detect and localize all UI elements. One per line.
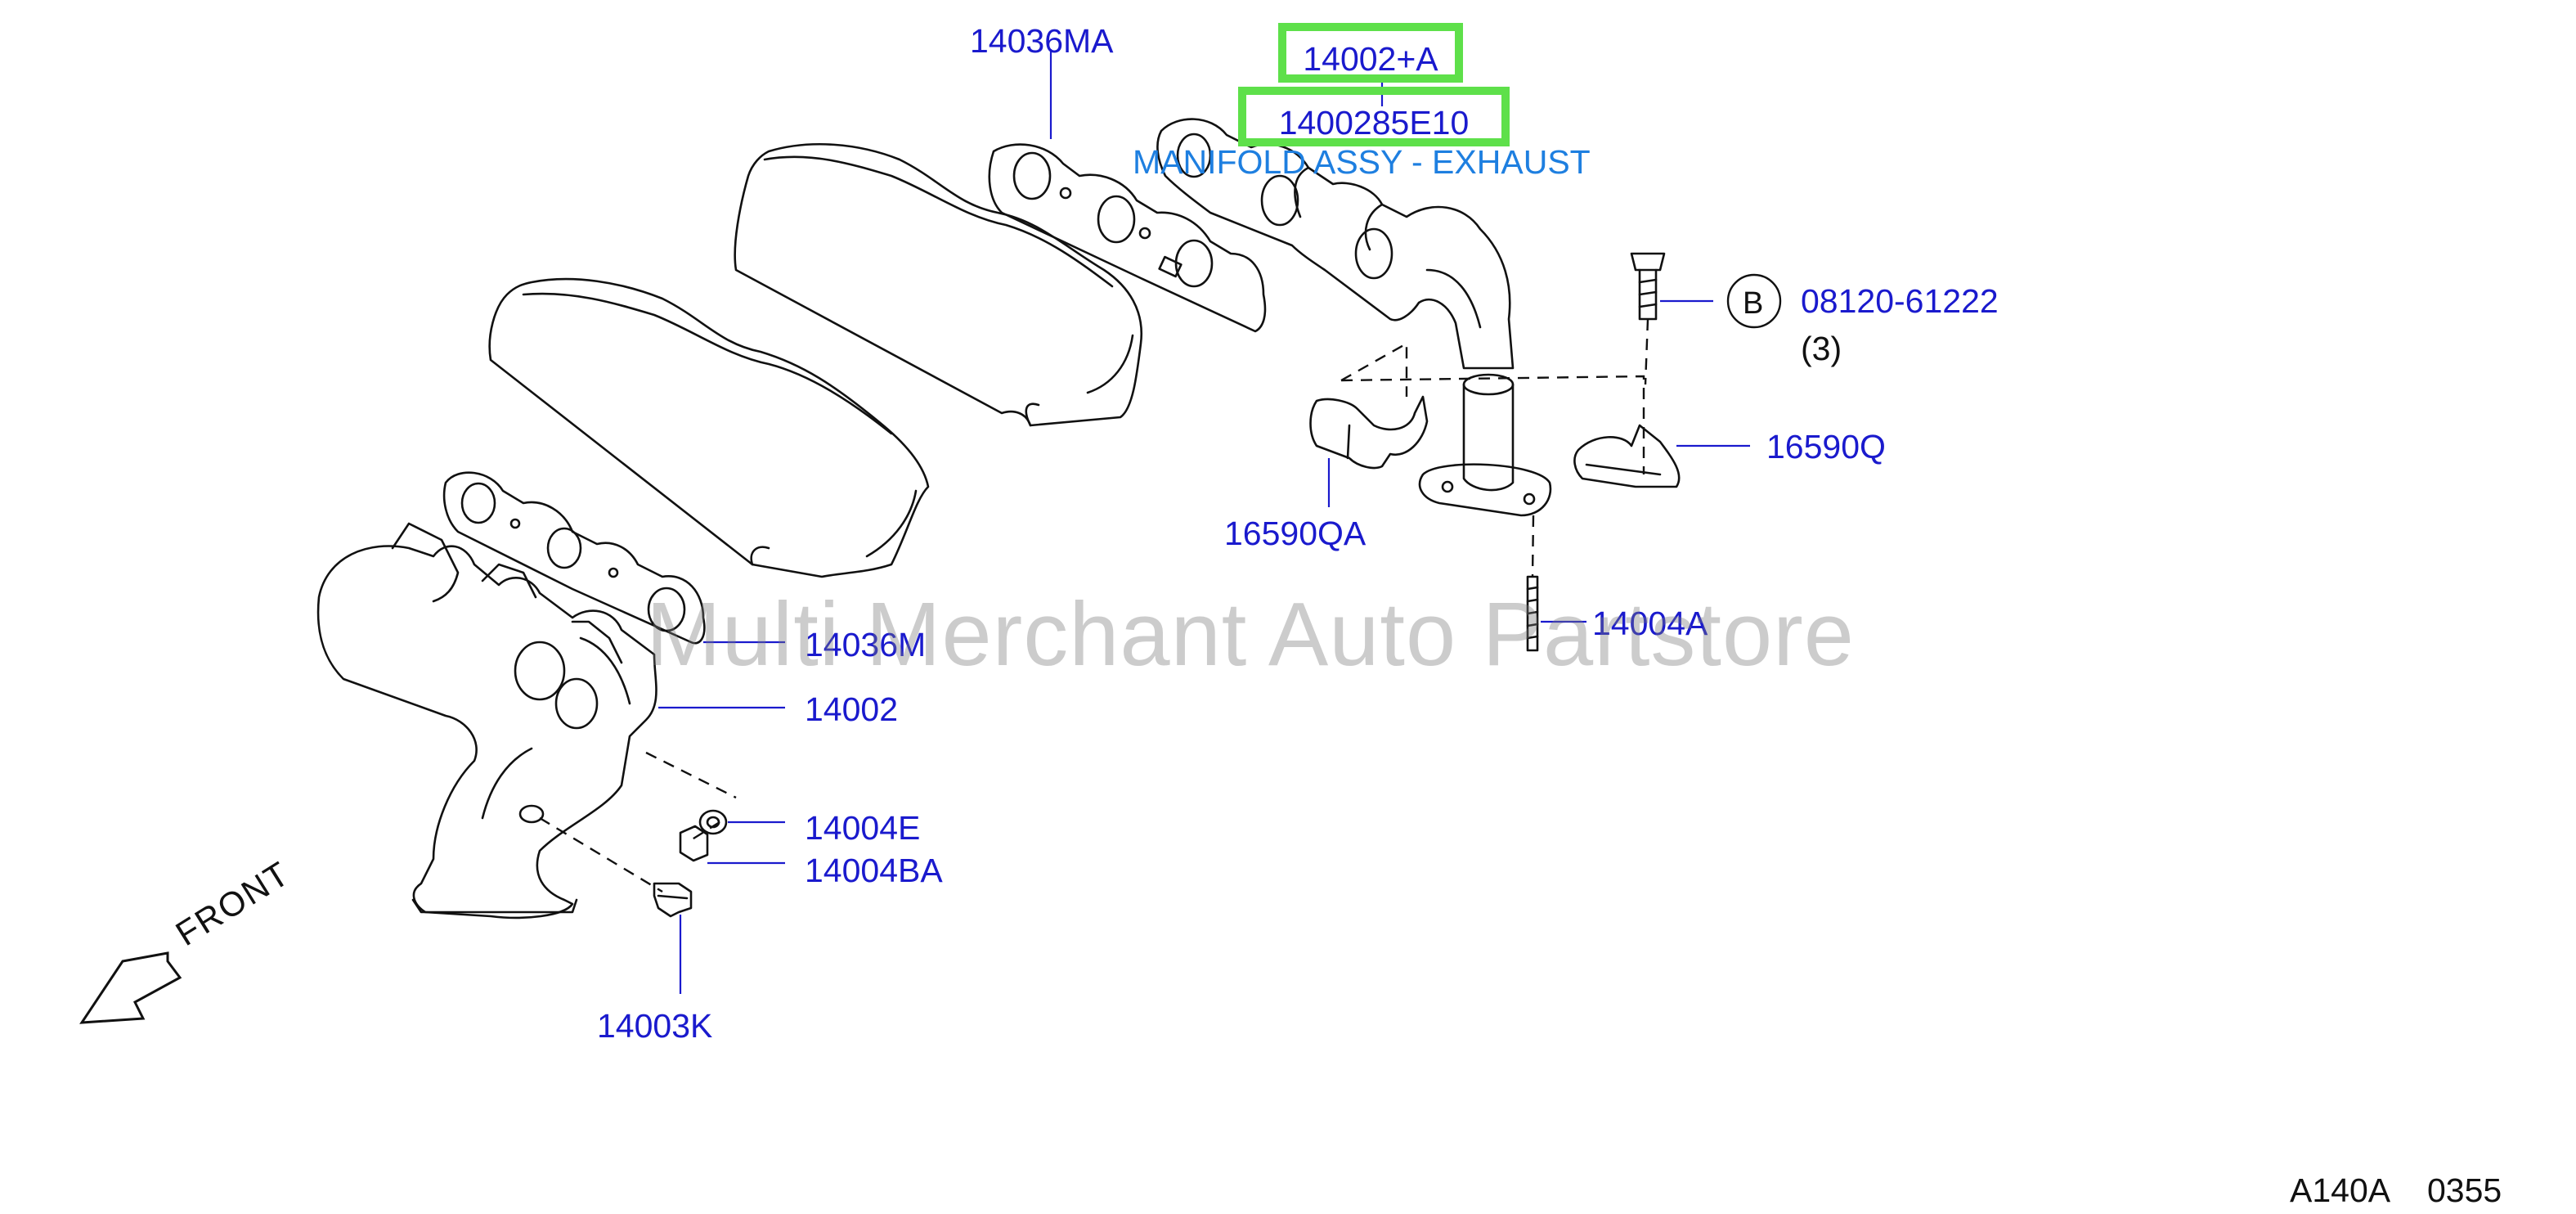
- upper-heat-shield: [734, 142, 1143, 427]
- lower-manifold: [316, 545, 657, 919]
- part-14002-a-label[interactable]: 14002+A: [1303, 40, 1438, 78]
- callout-08120-61222[interactable]: 08120-61222: [1801, 282, 1999, 320]
- upper-gasket: [988, 143, 1267, 333]
- diagram-ref-number: 0355: [2427, 1171, 2502, 1209]
- watermark: Multi Merchant Auto Partstore: [646, 584, 1855, 685]
- part-1400285e10-label[interactable]: 1400285E10: [1278, 104, 1470, 142]
- down-pipe-flange: [1418, 463, 1552, 517]
- callout-14003k[interactable]: 14003K: [597, 1007, 713, 1045]
- down-pipe: [1462, 383, 1515, 492]
- bracket-16590qa: [1309, 395, 1429, 470]
- callout-14002[interactable]: 14002: [805, 690, 899, 728]
- callout-14004ba[interactable]: 14004BA: [805, 852, 943, 889]
- callout-16590q[interactable]: 16590Q: [1766, 428, 1886, 465]
- front-arrow-icon: [79, 951, 182, 1024]
- diagram-ref-code: A140A: [2290, 1171, 2391, 1209]
- circle-b-letter: B: [1743, 286, 1764, 321]
- callout-14004a[interactable]: 14004A: [1592, 605, 1708, 642]
- highlight-14002-a[interactable]: 14002+A: [1278, 23, 1463, 83]
- lower-heat-shield: [488, 277, 930, 578]
- washer-14004e: [698, 809, 728, 835]
- callout-14004e[interactable]: 14004E: [805, 809, 921, 847]
- circle-b-marker: [1726, 273, 1782, 329]
- callout-08120-quantity: (3): [1801, 330, 1842, 367]
- part-description: MANIFOLD ASSY - EXHAUST: [1133, 143, 1591, 181]
- bolt-14003k: [653, 882, 693, 918]
- bracket-16590q: [1573, 424, 1681, 488]
- highlight-1400285e10[interactable]: 1400285E10: [1238, 87, 1510, 146]
- callout-14036ma[interactable]: 14036MA: [970, 22, 1114, 60]
- bolt-08120: [1630, 252, 1666, 272]
- upper-manifold: [1156, 118, 1515, 370]
- lower-gasket: [442, 471, 706, 645]
- callout-14036m[interactable]: 14036M: [805, 626, 927, 663]
- nut-14004ba: [679, 825, 709, 862]
- callout-16590qa[interactable]: 16590QA: [1224, 515, 1367, 552]
